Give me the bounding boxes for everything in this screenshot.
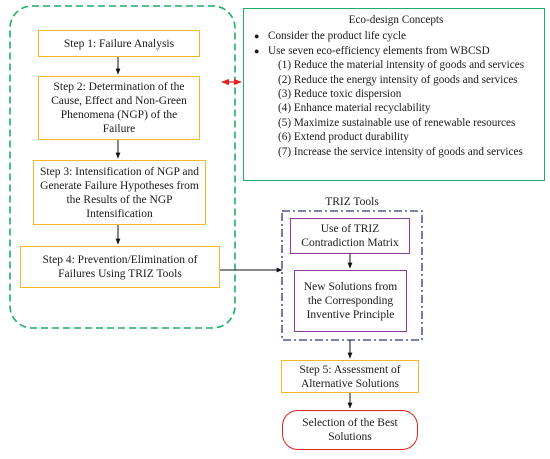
eco-element: (1) Reduce the material intensity of goo…: [278, 59, 525, 72]
eco-bullet: ● Use seven eco-efficiency elements from…: [254, 44, 538, 58]
step2-label: Step 2: Determination of the Cause, Effe…: [51, 81, 187, 135]
triz-solutions-label: New Solutions from the Corresponding Inv…: [303, 281, 398, 321]
step3-label: Step 3: Intensification of NGP and Gener…: [40, 165, 199, 220]
eco-element: (2) Reduce the energy intensity of goods…: [278, 73, 518, 86]
eco-element: (3) Reduce toxic dispersion: [278, 88, 402, 101]
eco-bullet-text: Consider the product life cycle: [268, 30, 406, 43]
eco-title: Eco-design Concepts: [348, 14, 444, 26]
eco-bullet-text: Use seven eco-efficiency elements from W…: [268, 44, 490, 57]
eco-element: (5) Maximize sustainable use of renewabl…: [278, 116, 516, 129]
triz-matrix-box: Use of TRIZ Contradiction Matrix: [290, 218, 410, 254]
eco-element: (6) Extend product durability: [278, 131, 409, 144]
step1-label: Step 1: Failure Analysis: [63, 37, 175, 50]
step1-box: Step 1: Failure Analysis: [38, 30, 200, 57]
step3-box: Step 3: Intensification of NGP and Gener…: [33, 160, 206, 225]
eco-element: (7) Increase the service intensity of go…: [278, 145, 523, 158]
eco-design-box: Eco-design Concepts ● Consider the produ…: [243, 8, 545, 181]
step5-box: Step 5: Assessment of Alternative Soluti…: [281, 360, 419, 393]
bullet-icon: ●: [254, 31, 260, 42]
step4-label: Step 4: Prevention/Elimination of Failur…: [42, 254, 198, 280]
eco-bullet: ● Consider the product life cycle: [254, 29, 538, 43]
triz-title: TRIZ Tools: [325, 196, 379, 208]
steps-group-border: [9, 5, 236, 329]
step2-box: Step 2: Determination of the Cause, Effe…: [38, 76, 200, 140]
triz-matrix-label: Use of TRIZ Contradiction Matrix: [301, 223, 399, 249]
final-selection-box: Selection of the Best Solutions: [282, 410, 418, 450]
final-selection-label: Selection of the Best Solutions: [302, 417, 398, 443]
eco-element: (4) Enhance material recyclability: [278, 102, 431, 115]
triz-group-border: [281, 210, 423, 341]
step4-box: Step 4: Prevention/Elimination of Failur…: [20, 246, 220, 288]
step5-label: Step 5: Assessment of Alternative Soluti…: [299, 363, 401, 390]
bullet-icon: ●: [254, 45, 260, 56]
triz-solutions-box: New Solutions from the Corresponding Inv…: [294, 270, 407, 332]
